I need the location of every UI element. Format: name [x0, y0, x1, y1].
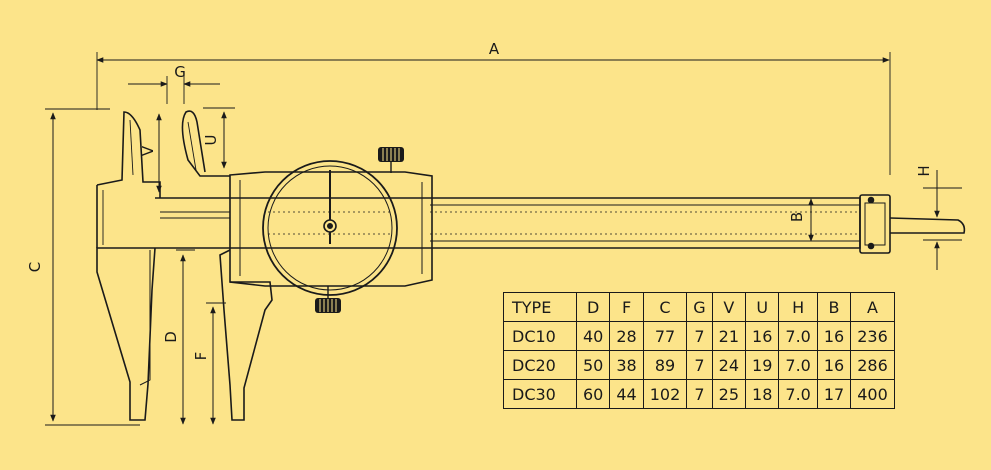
dimension-c: C [26, 108, 140, 426]
dimension-h: H [915, 165, 962, 270]
dimension-u-label: U [202, 135, 220, 146]
header-cell: G [686, 292, 713, 322]
table-header-row: TYPE D F C G V U H B A [503, 292, 895, 322]
moving-jaw-lower [219, 249, 273, 421]
table-row: DC10 40 28 77 7 21 16 7.0 16 236 [503, 321, 895, 351]
header-cell: A [850, 292, 895, 322]
dimension-h-label: H [915, 165, 933, 176]
header-cell: B [816, 292, 852, 322]
table-cell: 7.0 [778, 321, 818, 351]
table-cell: 16 [816, 350, 852, 380]
moving-jaw-upper [181, 110, 230, 177]
dimension-f: F [192, 302, 226, 425]
table-cell: 7 [686, 321, 713, 351]
table-cell: 21 [711, 321, 747, 351]
dial-inner [267, 165, 393, 291]
table-cell: 16 [745, 321, 780, 351]
thumb-wheel-bottom [315, 286, 341, 313]
table-cell: DC30 [503, 379, 577, 409]
thumb-wheel-top [378, 147, 404, 173]
dimension-g: G [128, 63, 220, 104]
table-cell: 16 [816, 321, 852, 351]
table-cell: 44 [609, 379, 644, 409]
table-cell: 286 [850, 350, 895, 380]
depth-rod [889, 217, 966, 234]
header-cell: TYPE [503, 292, 577, 322]
dimension-c-label: C [26, 262, 44, 272]
table-cell: 28 [609, 321, 644, 351]
dimension-u: U [202, 107, 235, 169]
slider-body [229, 171, 433, 287]
table-cell: DC10 [503, 321, 577, 351]
table-cell: 7.0 [778, 379, 818, 409]
dimension-a-label: A [489, 40, 500, 58]
dimension-d: D [162, 249, 195, 425]
table-cell: 40 [575, 321, 611, 351]
table-cell: 38 [609, 350, 644, 380]
dial-outer [262, 160, 398, 296]
table-cell: 50 [575, 350, 611, 380]
dimension-f-label: F [192, 352, 210, 361]
dimension-v-label: V [139, 145, 157, 156]
table-cell: 89 [642, 350, 688, 380]
dimension-b-label: B [788, 212, 806, 222]
table-cell: 77 [642, 321, 688, 351]
header-cell: D [575, 292, 611, 322]
end-block [859, 194, 891, 254]
table-cell: 18 [745, 379, 780, 409]
table-cell: 102 [642, 379, 688, 409]
specification-table: TYPE D F C G V U H B A DC10 40 28 77 7 2… [503, 292, 895, 409]
fixed-jaw [96, 111, 161, 421]
table-cell: 7 [686, 379, 713, 409]
header-cell: U [745, 292, 780, 322]
table-cell: 19 [745, 350, 780, 380]
dimension-d-label: D [162, 331, 180, 343]
header-cell: F [609, 292, 644, 322]
table-cell: DC20 [503, 350, 577, 380]
table-cell: 60 [575, 379, 611, 409]
dimension-a: A [96, 40, 891, 175]
table-row: DC20 50 38 89 7 24 19 7.0 16 286 [503, 350, 895, 380]
table-cell: 400 [850, 379, 895, 409]
table-cell: 24 [711, 350, 747, 380]
table-cell: 7.0 [778, 350, 818, 380]
header-cell: H [778, 292, 818, 322]
table-cell: 25 [711, 379, 747, 409]
table-cell: 17 [816, 379, 852, 409]
dimension-v: V [139, 113, 162, 193]
table-cell: 7 [686, 350, 713, 380]
table-cell: 236 [850, 321, 895, 351]
caliper-body [96, 110, 966, 421]
header-cell: V [711, 292, 747, 322]
dimension-g-label: G [174, 63, 186, 81]
header-cell: C [642, 292, 688, 322]
table-row: DC30 60 44 102 7 25 18 7.0 17 400 [503, 379, 895, 409]
